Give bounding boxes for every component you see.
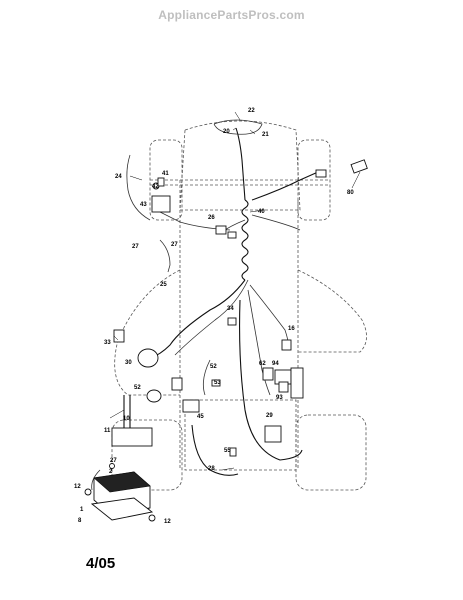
- callout-25: 25: [160, 282, 167, 288]
- seat-area: [184, 399, 297, 471]
- callout-27-c: 27: [110, 458, 117, 464]
- lamp-52: [146, 389, 162, 403]
- callout-21: 21: [262, 132, 269, 138]
- harness-lower-trunk-2: [174, 279, 249, 356]
- plug-26: [215, 225, 227, 235]
- callout-2: 2: [109, 469, 113, 475]
- callout-29: 29: [266, 413, 273, 419]
- deck-outline-left: [114, 269, 181, 396]
- bolt-12-right: [148, 514, 156, 522]
- callout-45: 45: [197, 414, 204, 420]
- harness-to-left-switch: [159, 211, 231, 231]
- callout-62: 62: [259, 361, 266, 367]
- switch-16: [281, 339, 292, 351]
- nut-27: [109, 463, 115, 469]
- callout-28: 28: [208, 466, 215, 472]
- switch-93: [278, 381, 289, 393]
- ground-wire-28: [191, 424, 239, 476]
- callout-16: 16: [288, 326, 295, 332]
- connector-80: [350, 159, 368, 174]
- harness-to-headlights: [235, 127, 246, 201]
- callout-26: 26: [208, 215, 215, 221]
- tractor-outline: [111, 120, 367, 491]
- callout-55: 55: [224, 448, 231, 454]
- module-45: [182, 399, 200, 413]
- date-code: 4/05: [86, 555, 116, 572]
- callout-94: 94: [272, 361, 279, 367]
- wire-24: [126, 154, 151, 221]
- connector-53: [211, 379, 221, 387]
- callout-12-a: 12: [74, 484, 81, 490]
- harness-to-80: [251, 171, 319, 201]
- callout-labels: 22 20 21 24 41 42 43 40 80 26 27 27 25 3…: [74, 108, 354, 525]
- callout-34: 34: [227, 306, 234, 312]
- callout-52-b: 52: [134, 385, 141, 391]
- callout-1: 1: [80, 507, 84, 513]
- callout-20: 20: [223, 129, 230, 135]
- callout-80: 80: [347, 190, 354, 196]
- callout-43: 43: [140, 202, 147, 208]
- fuse-55: [229, 447, 237, 457]
- battery-cable-12: [91, 469, 101, 491]
- callout-12-b: 12: [164, 519, 171, 525]
- harness-to-28: [239, 299, 303, 461]
- deck-outline-right: [297, 269, 367, 353]
- callout-33: 33: [104, 340, 111, 346]
- bracket-96: [290, 367, 304, 399]
- callout-41: 41: [162, 171, 169, 177]
- callout-27-b: 27: [171, 242, 178, 248]
- callout-40: 40: [258, 209, 265, 215]
- callout-53: 53: [214, 380, 221, 386]
- hood-outline: [179, 120, 301, 211]
- battery-base-8: [90, 497, 154, 521]
- bolt-12-left: [84, 488, 92, 496]
- switch-92: [262, 367, 274, 381]
- headlight-loop: [213, 119, 263, 135]
- rear-right-wheel: [295, 414, 367, 491]
- harness-lower-trunk: [149, 279, 246, 359]
- solenoid-33: [113, 329, 125, 343]
- callout-22: 22: [248, 108, 255, 114]
- harness-branch-right: [251, 214, 301, 231]
- callout-52-a: 52: [210, 364, 217, 370]
- wire-25: [159, 239, 171, 273]
- switch-41: [157, 177, 165, 187]
- callout-30: 30: [125, 360, 132, 366]
- connector-headlight: [315, 169, 327, 178]
- wire-harness: [91, 119, 319, 513]
- plug-26b: [227, 231, 237, 239]
- battery-tray-11: [111, 427, 153, 447]
- harness-to-92: [247, 289, 271, 396]
- relay-29: [264, 425, 282, 443]
- callout-11: 11: [104, 428, 111, 434]
- callout-42: 42: [152, 184, 159, 190]
- ignition-switch-43: [151, 195, 171, 213]
- starter-30: [137, 348, 159, 368]
- callout-10: 10: [123, 416, 130, 422]
- callout-8: 8: [78, 518, 82, 524]
- callout-27-a: 27: [132, 244, 139, 250]
- harness-coil: [241, 199, 249, 281]
- parts: [84, 159, 368, 522]
- callout-24: 24: [115, 174, 122, 180]
- harness-to-52: [202, 359, 211, 396]
- callout-93: 93: [276, 395, 283, 401]
- switch-34: [227, 317, 237, 326]
- battery-top: [93, 471, 151, 493]
- connector-52-upper: [171, 377, 183, 391]
- leader-lines: [109, 111, 361, 471]
- watermark: AppliancePartsPros.com: [158, 8, 305, 22]
